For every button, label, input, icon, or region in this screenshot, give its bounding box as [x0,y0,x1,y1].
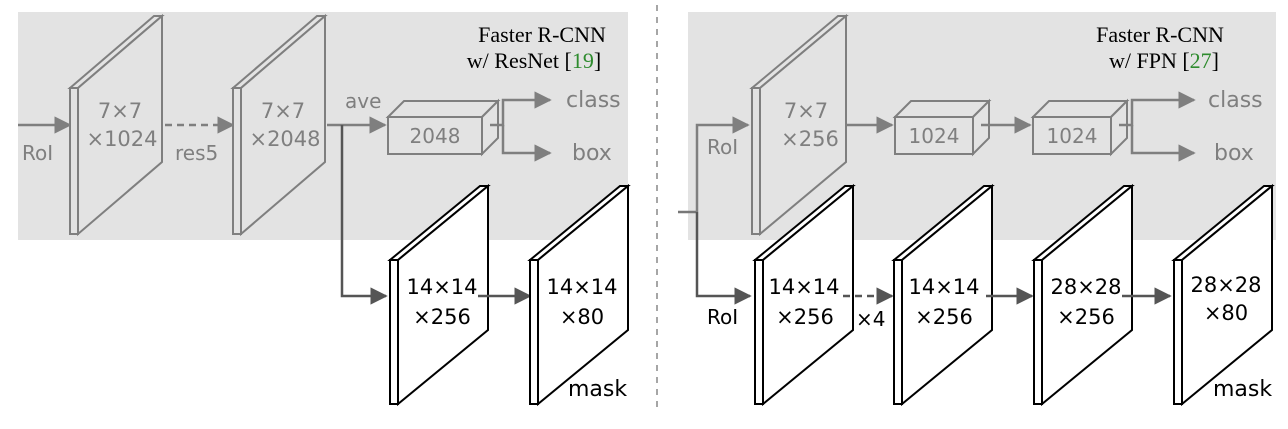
right-title-line1: Faster R-CNN [1096,22,1224,47]
left-res5-label: res5 [175,141,218,165]
right-class-branch [1119,91,1196,127]
right-featuremap-1: 7×7 ×256 [749,13,849,237]
left-class-branch [490,91,552,127]
svg-text:7×7: 7×7 [784,99,828,123]
right-mask-output: 28×28 ×80 [1171,183,1275,407]
left-mask-output: 14×14 ×80 [527,183,631,407]
left-featuremap-2: 7×7 ×2048 [230,13,328,237]
left-title-line2: w/ ResNet [19] [467,48,601,73]
svg-text:1024: 1024 [909,124,960,148]
left-ave-label: ave [345,89,381,113]
right-x4-label: ×4 [856,307,885,331]
right-roi-bottom-label: RoI [707,305,738,329]
right-title-line2: w/ FPN [27] [1109,48,1219,73]
svg-text:2048: 2048 [410,124,461,148]
right-box-label: box [1214,141,1254,166]
right-roi-top-arrow [695,116,750,212]
left-title-line1: Faster R-CNN [478,22,606,47]
right-roi-top-label: RoI [707,135,738,159]
left-mask-featuremap-1: 14×14 ×256 [387,183,491,407]
right-fc-box-1: 1024 [892,98,992,157]
svg-text:×80: ×80 [1204,301,1248,325]
right-class-label: class [1208,88,1263,113]
svg-text:×256: ×256 [915,305,973,329]
svg-text:14×14: 14×14 [768,275,839,299]
left-box-branch [501,125,552,162]
svg-text:×256: ×256 [413,305,471,329]
left-class-label: class [566,88,621,113]
svg-text:×80: ×80 [560,305,604,329]
right-mask-featuremap-3: 28×28 ×256 [1031,183,1135,407]
left-box-label: box [572,141,612,166]
right-box-branch [1130,125,1196,162]
svg-text:×1024: ×1024 [86,127,157,151]
svg-text:×256: ×256 [781,127,839,151]
right-fc-box-2: 1024 [1030,98,1130,157]
svg-text:28×28: 28×28 [1050,275,1121,299]
right-panel: Faster R-CNN w/ FPN [27] RoI 7×7 ×256 10… [678,13,1275,407]
svg-text:1024: 1024 [1047,124,1098,148]
svg-text:×256: ×256 [776,305,834,329]
svg-text:7×7: 7×7 [98,99,142,123]
left-mask-branch [340,125,388,305]
svg-text:14×14: 14×14 [406,275,477,299]
left-roi-label: RoI [22,141,53,165]
right-mask-featuremap-1: 14×14 ×256 [752,183,856,407]
left-featuremap-1: 7×7 ×1024 [67,13,165,237]
right-mask-label: mask [1213,377,1272,402]
svg-text:×256: ×256 [1057,305,1115,329]
right-mask-featuremap-2: 14×14 ×256 [891,183,995,407]
svg-text:7×7: 7×7 [261,99,305,123]
svg-text:14×14: 14×14 [546,275,617,299]
left-mask-label: mask [568,377,627,402]
left-panel: Faster R-CNN w/ ResNet [19] RoI 7×7 ×102… [18,13,631,407]
left-fc-box: 2048 [385,98,501,157]
svg-text:14×14: 14×14 [908,275,979,299]
svg-text:28×28: 28×28 [1190,273,1261,297]
svg-text:×2048: ×2048 [249,127,320,151]
right-roi-bottom-arrow [695,212,752,305]
